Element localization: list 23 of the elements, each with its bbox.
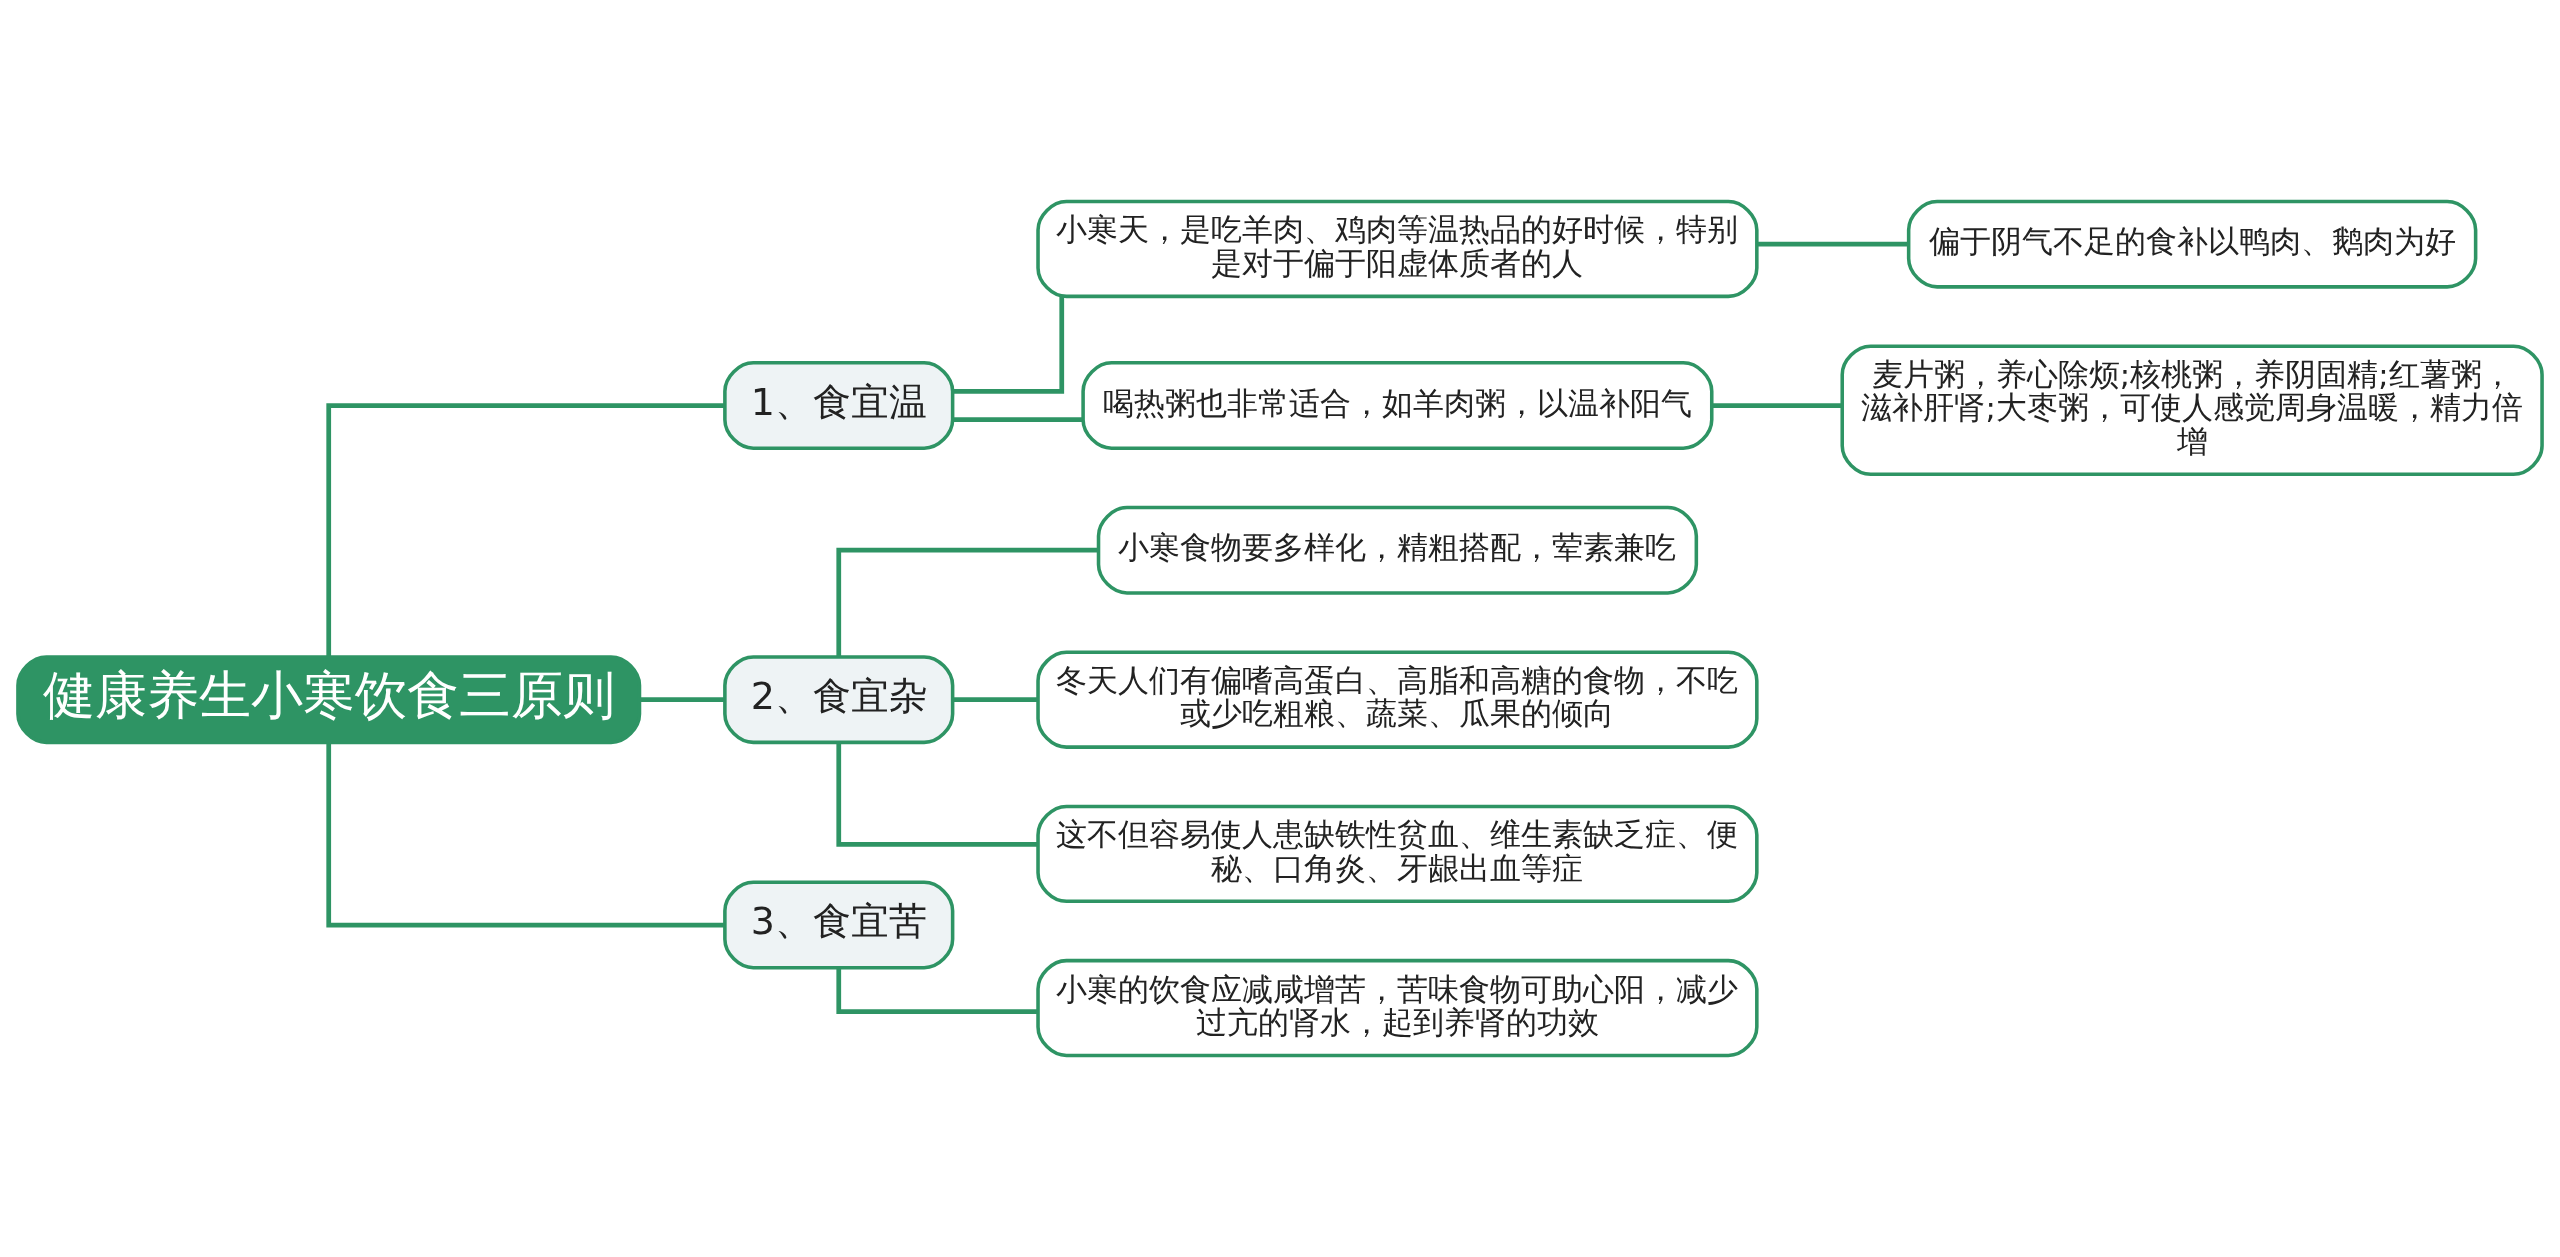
connector bbox=[953, 417, 1083, 423]
connector bbox=[1712, 403, 1842, 408]
connector bbox=[836, 968, 1038, 1014]
connector bbox=[953, 697, 1038, 703]
node-box: 小寒食物要多样化，精粗搭配，荤素兼吃 bbox=[1096, 505, 1699, 595]
node-box: 3、食宜苦 bbox=[723, 880, 955, 970]
node-box: 偏于阴气不足的食补以鸭肉、鹅肉为好 bbox=[1906, 199, 2478, 289]
node-box: 健康养生小寒饮食三原则 bbox=[16, 655, 642, 745]
node-box: 喝热粥也非常适合，如羊肉粥，以温补阳气 bbox=[1081, 361, 1714, 450]
connector bbox=[640, 697, 725, 703]
connector bbox=[836, 547, 1099, 657]
connector bbox=[836, 743, 1038, 847]
node-box: 这不但容易使人患缺铁性贫血、维生素缺乏症、便秘、口角炎、牙龈出血等症 bbox=[1036, 804, 1759, 904]
connector bbox=[326, 403, 725, 657]
node-box: 2、食宜杂 bbox=[723, 655, 955, 745]
node-box: 小寒天，是吃羊肉、鸡肉等温热品的好时候，特别是对于偏于阳虚体质者的人 bbox=[1036, 199, 1759, 299]
node-box: 小寒的饮食应减咸增苦，苦味食物可助心阳，减少过亢的肾水，起到养肾的功效 bbox=[1036, 958, 1759, 1058]
node-box: 冬天人们有偏嗜高蛋白、高脂和高糖的食物，不吃或少吃粗粮、蔬菜、瓜果的倾向 bbox=[1036, 650, 1759, 749]
connector bbox=[1757, 241, 1909, 247]
connector bbox=[326, 743, 725, 928]
connector bbox=[952, 297, 1065, 394]
node-box: 1、食宜温 bbox=[723, 361, 955, 450]
node-box: 麦片粥，养心除烦;核桃粥，养阴固精;红薯粥，滋补肝肾;大枣粥，可使人感觉周身温暖，精力倍增 bbox=[1840, 344, 2544, 477]
